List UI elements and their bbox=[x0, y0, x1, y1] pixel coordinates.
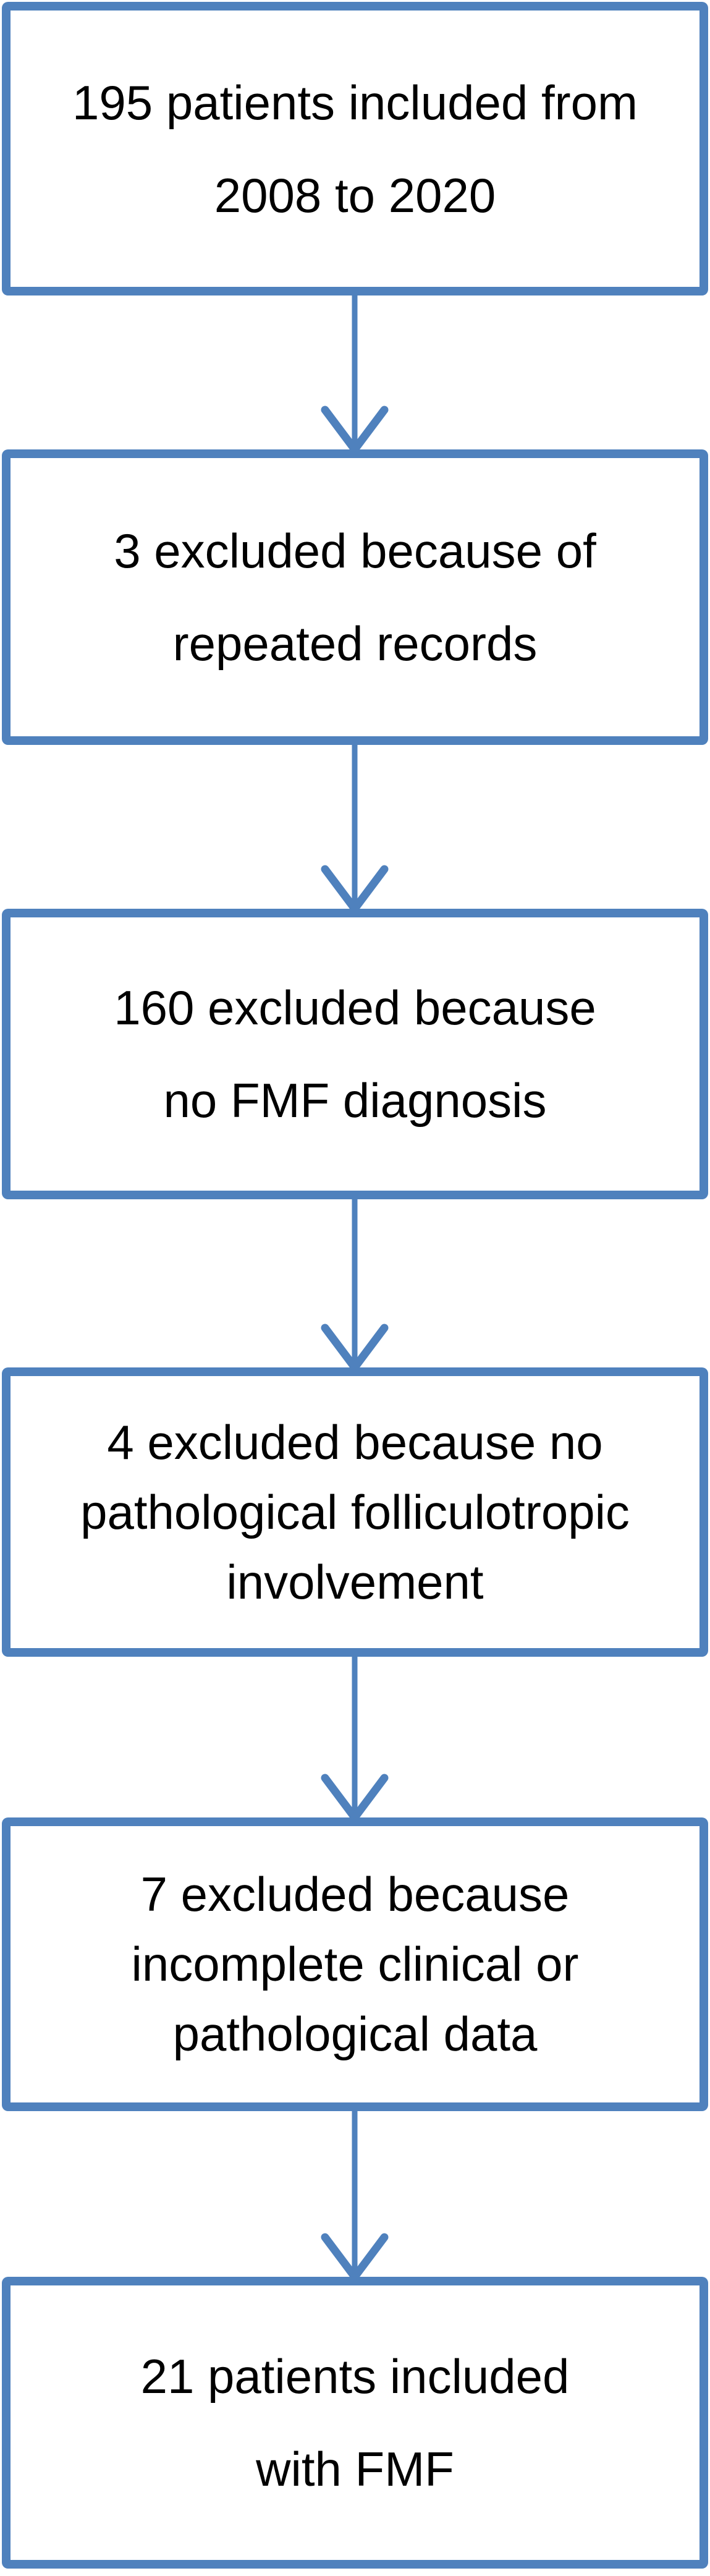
box-text-line: 2008 to 2020 bbox=[214, 168, 496, 223]
box-text-line: 21 patients included bbox=[140, 2349, 570, 2404]
box-text-line: 195 patients included from bbox=[72, 75, 638, 130]
flow-arrow-down bbox=[321, 1197, 389, 1374]
box-text-line: pathological folliculotropic bbox=[80, 1484, 630, 1539]
box-excluded-no-folliculotropic: 4 excluded because no pathological follic… bbox=[2, 1367, 708, 1657]
box-text-line: 160 excluded because bbox=[114, 980, 596, 1035]
box-text-line: involvement bbox=[226, 1554, 484, 1609]
box-excluded-no-fmf-diagnosis: 160 excluded because no FMF diagnosis bbox=[2, 909, 708, 1199]
box-excluded-incomplete-data: 7 excluded because incomplete clinical or… bbox=[2, 1817, 708, 2111]
box-text-line: repeated records bbox=[172, 616, 538, 671]
flow-arrow-down bbox=[321, 293, 389, 456]
box-text-line: pathological data bbox=[172, 2007, 538, 2061]
box-patients-included-with-fmf: 21 patients included with FMF bbox=[2, 2277, 708, 2569]
box-text-line: incomplete clinical or bbox=[131, 1937, 579, 1991]
box-text-line: 7 excluded because bbox=[140, 1867, 570, 1921]
flow-arrow-down bbox=[321, 1654, 389, 1824]
box-text-line: 3 excluded because of bbox=[114, 524, 596, 578]
box-text-line: no FMF diagnosis bbox=[163, 1073, 547, 1128]
box-text-line: 4 excluded because no bbox=[107, 1414, 603, 1469]
box-patients-included: 195 patients included from 2008 to 2020 bbox=[2, 2, 708, 295]
flow-arrow-down bbox=[321, 742, 389, 916]
flow-arrow-down bbox=[321, 2109, 389, 2284]
box-excluded-repeated-records: 3 excluded because of repeated records bbox=[2, 449, 708, 745]
box-text-line: with FMF bbox=[256, 2442, 454, 2496]
